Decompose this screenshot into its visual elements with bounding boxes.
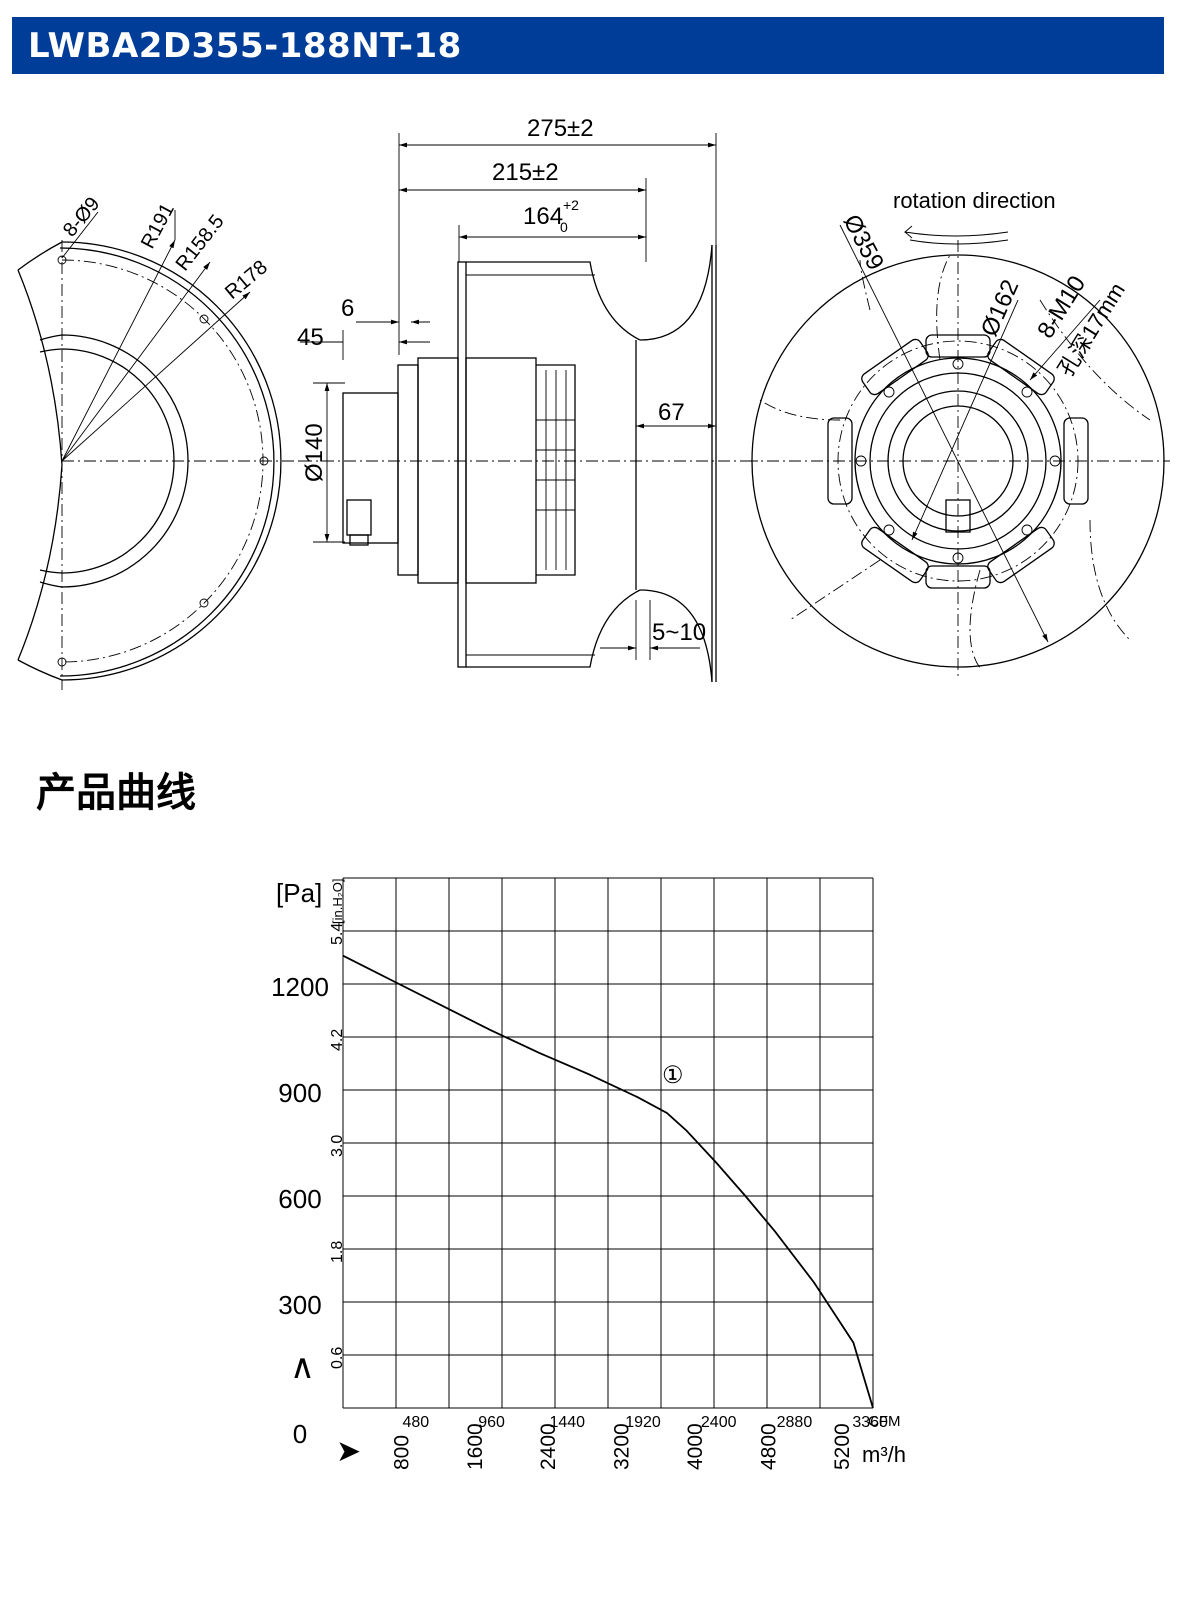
y-tick-inh2o: 4.2 (329, 1029, 346, 1051)
chart-grid (342, 877, 874, 1409)
x-tick-m3h: 5200 (831, 1423, 854, 1470)
d359-label: Ø359 (838, 210, 889, 275)
x-axis-arrow-icon: ➤ (336, 1435, 361, 1468)
dim-164-lower: 0 (560, 219, 568, 235)
x-tick-m3h: 1600 (464, 1423, 487, 1470)
y-axis-arrow-icon: ∧ (290, 1348, 315, 1386)
product-title: LWBA2D355-188NT-18 (28, 26, 462, 66)
dim-67: 67 (658, 399, 685, 426)
performance-curve (342, 954, 874, 1409)
x-tick-cfm: 1920 (625, 1414, 661, 1431)
x-tick-m3h: 800 (390, 1435, 413, 1470)
dim-6: 6 (341, 295, 354, 322)
dim-5-10: 5~10 (652, 619, 706, 646)
y-unit-inh2o: [in.H₂O] (330, 879, 345, 925)
x-tick-cfm: 480 (403, 1414, 430, 1431)
fan-front-view (745, 224, 1170, 680)
x-tick-cfm: 1440 (549, 1414, 585, 1431)
dim-140: Ø140 (301, 423, 328, 482)
dim-215: 215±2 (492, 159, 559, 186)
y-tick-inh2o: 3.0 (329, 1135, 346, 1157)
y-tick-pa: 600 (278, 1184, 321, 1214)
holes-left-label: 8-Ø9 (59, 193, 104, 241)
technical-drawing: 8-Ø9 R191 R158.5 R178 (17, 115, 1170, 690)
title-bar: LWBA2D355-188NT-18 (12, 17, 1164, 74)
dim-275: 275±2 (527, 115, 594, 142)
dim-164: 164 (523, 203, 563, 230)
r158-label: R158.5 (172, 211, 229, 275)
x-tick-m3h: 4800 (757, 1423, 780, 1470)
dim-45: 45 (297, 324, 324, 351)
y-tick-pa: 300 (278, 1290, 321, 1320)
x-tick-cfm: 2400 (701, 1414, 737, 1431)
y-tick-inh2o: 5.4 (329, 923, 346, 945)
fan-side-view (300, 133, 760, 683)
r178-label: R178 (221, 256, 272, 304)
x-unit-cfm: CFM (868, 1413, 901, 1430)
section-heading: 产品曲线 (36, 770, 196, 816)
y-tick-inh2o: 0.6 (329, 1347, 346, 1369)
y-tick-inh2o: 1.8 (329, 1241, 346, 1263)
dim-164-upper: +2 (563, 197, 579, 213)
x-tick-cfm: 2880 (777, 1414, 813, 1431)
y-unit-pa: [Pa] (276, 878, 322, 908)
d162-label: Ø162 (976, 276, 1025, 341)
rotation-label: rotation direction (893, 188, 1056, 213)
y-tick-pa: 0 (293, 1419, 307, 1449)
y-tick-pa: 900 (278, 1078, 321, 1108)
series-label: ① (662, 1062, 684, 1089)
x-tick-m3h: 3200 (611, 1423, 634, 1470)
x-tick-m3h: 4000 (684, 1423, 707, 1470)
x-tick-cfm: 3360 (852, 1414, 888, 1431)
x-tick-cfm: 960 (478, 1414, 505, 1431)
x-unit-m3h: m³/h (862, 1442, 906, 1467)
flange-half-view (17, 210, 300, 690)
x-tick-m3h: 2400 (537, 1423, 560, 1470)
y-tick-pa: 1200 (271, 972, 329, 1002)
